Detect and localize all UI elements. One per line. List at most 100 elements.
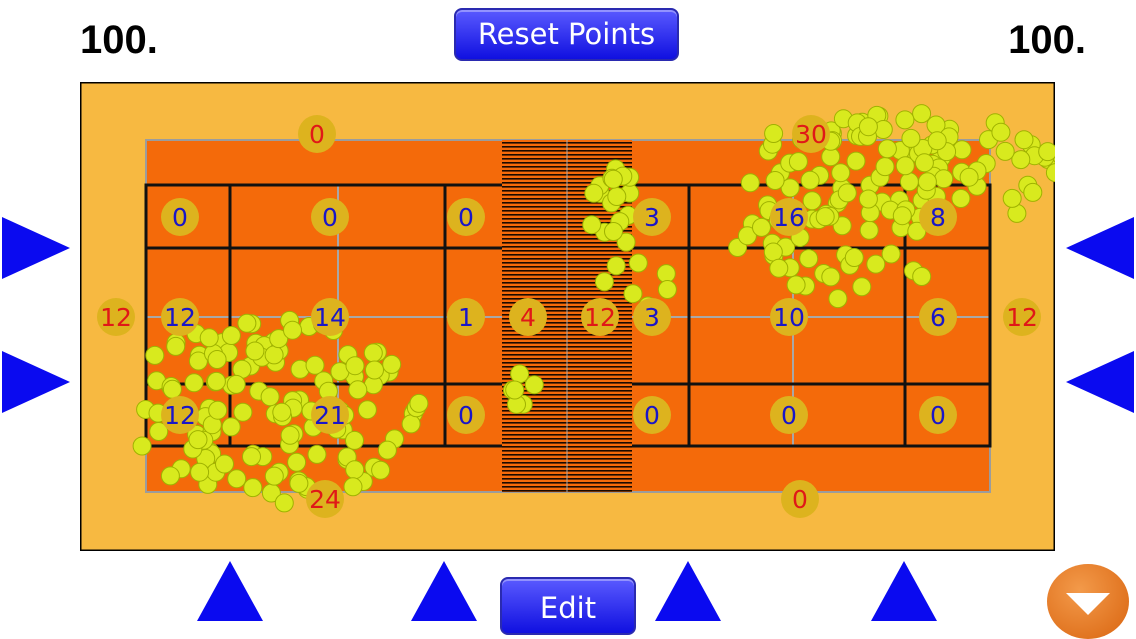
chevron-down-icon[interactable] [1047,564,1129,639]
tennis-ball [363,343,383,363]
zone-count-text: 4 [520,303,536,332]
zone-count: 12 [97,298,135,336]
tennis-ball [207,350,227,369]
zone-count-text: 0 [930,401,946,430]
zone-count: 0 [311,198,349,236]
tennis-ball [800,170,820,190]
tennis-ball [233,402,253,422]
zone-count-text: 0 [458,401,474,430]
zone-count: 12 [161,298,199,336]
tennis-ball [606,256,626,276]
zone-count-text: 0 [644,401,660,430]
zone-count: 10 [770,298,808,336]
tennis-ball [162,379,182,399]
tennis-ball [287,452,307,472]
zone-count-text: 6 [930,303,946,332]
tennis-ball [377,440,397,460]
tennis-ball [190,462,210,482]
tennis-ball [892,206,912,226]
tennis-ball [1014,130,1034,150]
tennis-ball [901,128,921,148]
tennis-ball [260,387,280,407]
zone-count-text: 0 [172,203,188,232]
zone-count-text: 0 [781,401,797,430]
play-right-icon[interactable] [2,217,70,279]
tennis-ball [221,326,241,345]
tennis-ball [345,460,365,480]
tennis-ball [206,371,226,391]
tennis-ball [1038,142,1055,162]
tennis-ball [272,402,292,422]
tennis-ball [1011,150,1031,170]
left-player-score: 100. [80,18,158,62]
tennis-ball [991,122,1011,142]
zone-count: 12 [161,396,199,434]
tennis-ball [895,110,915,130]
triangle-up-icon[interactable] [411,561,477,621]
zone-count-text: 3 [644,203,660,232]
tennis-ball [274,493,294,513]
zone-count: 0 [781,480,819,518]
zone-count-text: 14 [314,303,346,332]
tennis-ball [345,356,365,376]
tennis-ball [607,187,627,206]
triangle-up-icon[interactable] [197,561,263,621]
tennis-ball [199,328,219,348]
play-left-icon[interactable] [1066,217,1134,279]
zone-count-text: 0 [309,120,325,149]
tennis-ball [799,249,819,269]
zone-count-text: 12 [1006,303,1038,332]
tennis-ball [505,380,525,400]
tennis-ball [859,220,879,240]
tennis-ball [895,156,915,176]
tennis-ball [184,373,204,393]
tennis-ball [881,244,901,264]
play-left-icon[interactable] [1066,351,1134,413]
tennis-ball [382,354,402,374]
zone-count: 30 [792,115,830,153]
tennis-ball [348,380,368,400]
zone-count: 0 [919,396,957,434]
tennis-ball [1002,188,1022,208]
zone-count-text: 12 [164,401,196,430]
zone-count: 3 [633,298,671,336]
zone-count-text: 0 [458,203,474,232]
tennis-ball [763,242,783,262]
tennis-ball [307,444,327,464]
tennis-ball [237,313,257,333]
tennis-ball [524,375,544,395]
tennis-ball [821,267,841,287]
zone-count: 0 [298,115,336,153]
tennis-ball [912,104,932,124]
tennis-ball [582,215,602,235]
triangle-up-icon[interactable] [655,561,721,621]
ball-landings [132,104,1055,513]
tennis-ball [765,171,785,190]
reset-points-button[interactable]: Reset Points [454,8,679,61]
zone-count-text: 3 [644,303,660,332]
tennis-ball [243,478,263,498]
tennis-ball [345,430,364,450]
zone-count: 21 [311,396,349,434]
zone-count: 0 [633,396,671,434]
tennis-ball [837,183,857,203]
tennis-ball [815,207,835,227]
tennis-ball [1045,163,1055,183]
edit-button[interactable]: Edit [500,577,636,635]
tennis-ball [242,447,261,467]
zone-count-text: 16 [773,203,805,232]
tennis-ball [844,248,864,267]
tennis-ball [264,466,284,486]
play-right-icon[interactable] [2,351,70,413]
zone-count: 1 [447,298,485,336]
tennis-ball [917,172,937,192]
zone-count-text: 12 [100,303,132,332]
zone-count: 0 [161,198,199,236]
zone-count-text: 12 [164,303,196,332]
zone-count-text: 0 [322,203,338,232]
triangle-up-icon[interactable] [871,561,937,621]
tennis-ball [371,460,391,480]
zone-count: 8 [919,198,957,236]
